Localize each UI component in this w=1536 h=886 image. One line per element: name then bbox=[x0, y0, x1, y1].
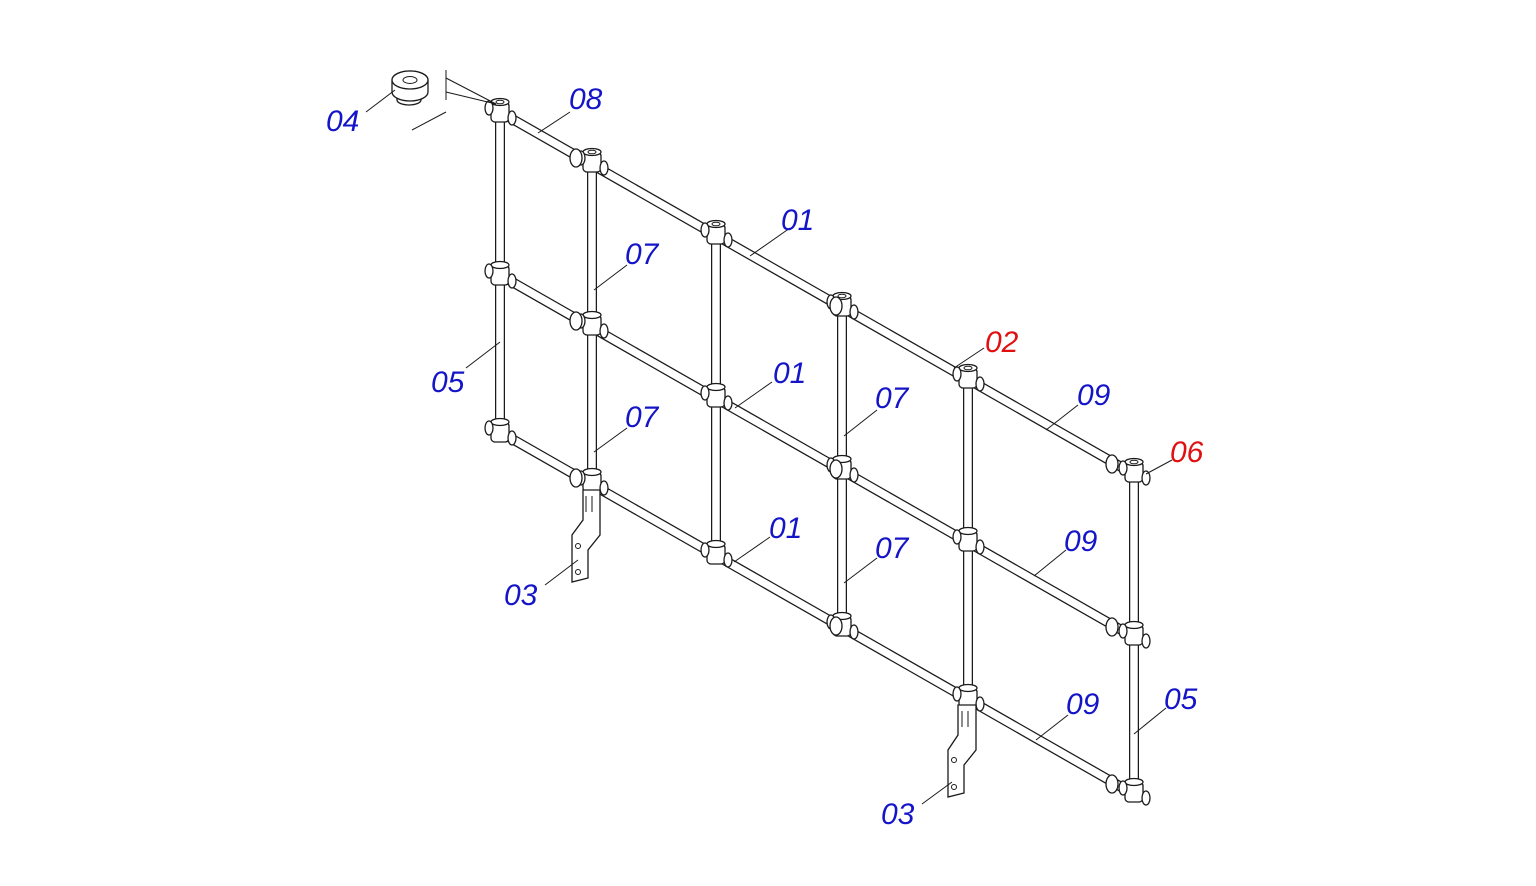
callout-08: 08 bbox=[569, 83, 603, 116]
leader-09-mid bbox=[1033, 549, 1067, 577]
clamp-fitting-4-2 bbox=[952, 683, 985, 712]
rail-coupler-8 bbox=[1105, 774, 1119, 794]
leader-06 bbox=[1145, 459, 1173, 475]
callout-labels: 04 08 01 07 02 05 01 07 09 06 07 01 07 0… bbox=[326, 83, 1204, 831]
callout-07-a: 07 bbox=[625, 238, 660, 271]
callout-01-mid: 01 bbox=[773, 357, 806, 390]
callout-06: 06 bbox=[1170, 436, 1204, 469]
clamp-fitting-2-1 bbox=[700, 382, 733, 411]
callout-03-right: 03 bbox=[881, 798, 915, 831]
rail-coupler-3 bbox=[569, 311, 583, 331]
leader-07-a bbox=[593, 264, 628, 291]
callout-02: 02 bbox=[985, 326, 1019, 359]
clamp-fitting-4-1 bbox=[952, 526, 985, 555]
clamp-fitting-0-0 bbox=[484, 97, 517, 126]
leader-01-bot bbox=[733, 536, 771, 563]
clamp-fitting-4-0 bbox=[952, 363, 985, 392]
leader-09-bot bbox=[1035, 714, 1069, 741]
callout-01-bot: 01 bbox=[769, 512, 802, 545]
leader-07-c bbox=[593, 427, 628, 453]
leader-08 bbox=[537, 111, 571, 134]
clamp-fitting-1-1 bbox=[576, 310, 609, 339]
leader-01-mid bbox=[734, 381, 773, 409]
clamp-fitting-2-0 bbox=[700, 219, 733, 248]
leader-02 bbox=[953, 347, 985, 369]
clamp-fitting-5-2 bbox=[1118, 777, 1151, 806]
end-cap-plug bbox=[391, 70, 429, 106]
leader-04 bbox=[365, 89, 396, 113]
pipe-fittings bbox=[484, 97, 1151, 806]
base-plate-right bbox=[947, 704, 977, 798]
leader-09-top bbox=[1045, 404, 1079, 431]
clamp-fitting-5-0 bbox=[1118, 457, 1151, 486]
clamp-fitting-2-2 bbox=[700, 539, 733, 568]
leader-05-right bbox=[1133, 707, 1167, 735]
callout-09-top: 09 bbox=[1077, 379, 1111, 412]
rail-coupler-1 bbox=[829, 296, 843, 316]
leader-lines bbox=[365, 89, 1173, 805]
rail-coupler-0 bbox=[569, 148, 583, 168]
callout-09-bot: 09 bbox=[1066, 688, 1100, 721]
rail-coupler-4 bbox=[829, 459, 843, 479]
clamp-fitting-0-1 bbox=[484, 260, 517, 289]
clamp-fitting-5-1 bbox=[1118, 620, 1151, 649]
leader-03-left bbox=[544, 559, 579, 586]
leader-07-d bbox=[843, 557, 878, 584]
callout-07-b: 07 bbox=[875, 382, 910, 415]
rail-coupler-7 bbox=[829, 616, 843, 636]
callout-07-d: 07 bbox=[875, 532, 910, 565]
leader-05-left bbox=[465, 341, 501, 369]
clamp-fitting-0-2 bbox=[484, 417, 517, 446]
callout-09-mid: 09 bbox=[1064, 525, 1098, 558]
leader-07-b bbox=[843, 409, 878, 437]
base-plate-left bbox=[571, 489, 601, 583]
callout-03-left: 03 bbox=[504, 579, 538, 612]
callout-05-right: 05 bbox=[1164, 683, 1198, 716]
explode-indicator bbox=[411, 70, 497, 131]
frame-pipes bbox=[495, 107, 1139, 797]
callout-07-c: 07 bbox=[625, 401, 660, 434]
rail-coupler-2 bbox=[1105, 454, 1119, 474]
callout-05-left: 05 bbox=[431, 366, 465, 399]
leader-01-top bbox=[749, 227, 791, 257]
rail-coupler-5 bbox=[1105, 617, 1119, 637]
leader-03-right bbox=[921, 781, 953, 805]
callout-04: 04 bbox=[326, 105, 359, 138]
rail-coupler-6 bbox=[569, 468, 583, 488]
callout-01-top: 01 bbox=[781, 204, 814, 237]
